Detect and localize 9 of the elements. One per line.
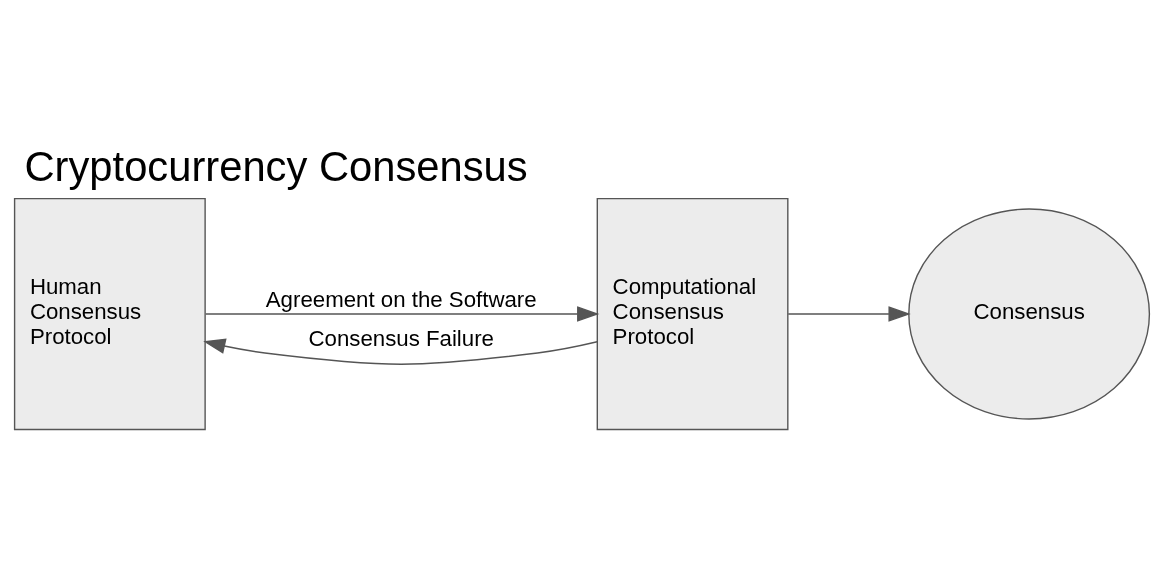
edge-label: Agreement on the Software [265,286,537,312]
node-ellipse: Consensus [908,208,1151,420]
arrow [203,338,598,365]
arrow [205,306,600,322]
diagram-title: Cryptocurrency Consensus [24,142,528,190]
arrow [787,306,911,322]
node-box: Human Consensus Protocol [13,197,206,431]
node-box: Computational Consensus Protocol [596,197,789,431]
edge-label: Consensus Failure [308,325,494,351]
